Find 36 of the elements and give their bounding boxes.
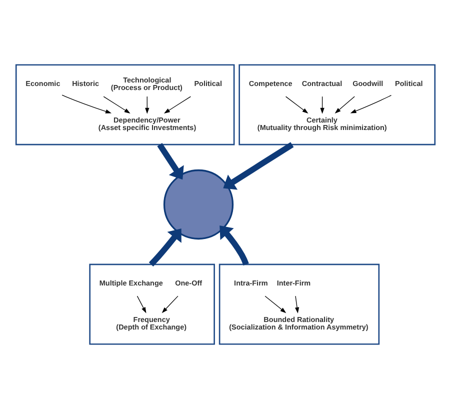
cluster [218, 264, 380, 345]
arrow [145, 96, 150, 114]
cluster [238, 64, 436, 146]
arrow [334, 96, 355, 114]
arrow [136, 296, 146, 314]
node-text: Contractual [302, 78, 342, 88]
node-text: Political [194, 78, 222, 88]
arrow [295, 296, 300, 314]
cluster [89, 264, 215, 345]
node-text: Economic [26, 78, 60, 88]
arrow [164, 96, 191, 114]
node-text: Inter-Firm [276, 278, 311, 288]
arrow [350, 94, 392, 114]
node-text: Competence [248, 78, 292, 88]
cluster [15, 64, 235, 146]
node-text: Technological (Process or Product) [110, 76, 182, 92]
node-text: Certainly (Mutuality through Risk minimization) [257, 116, 387, 132]
arrow [103, 96, 130, 114]
arrow [148, 228, 182, 266]
node-text: Political [395, 78, 423, 88]
arrow [62, 94, 112, 114]
node-text: One-Off [175, 278, 202, 288]
node-text: Goodwill [352, 78, 384, 88]
arrow [157, 142, 184, 180]
node-text: Dependency/Power (Asset specific Investments) [98, 116, 196, 132]
node-text: Bounded Rationality (Socialization & Information Asymmetry) [229, 315, 368, 332]
node-text: Historic [72, 78, 100, 88]
arrow [264, 296, 286, 314]
arrow [162, 296, 178, 314]
arrow [220, 226, 249, 266]
arrow [285, 96, 308, 114]
node-text: Intra-Firm [234, 278, 268, 288]
node-text: Frequency (Depth of Exchange) [116, 315, 187, 332]
node-text: Multiple Exchange [99, 278, 163, 288]
arrow [320, 96, 324, 114]
arrow [223, 142, 294, 190]
